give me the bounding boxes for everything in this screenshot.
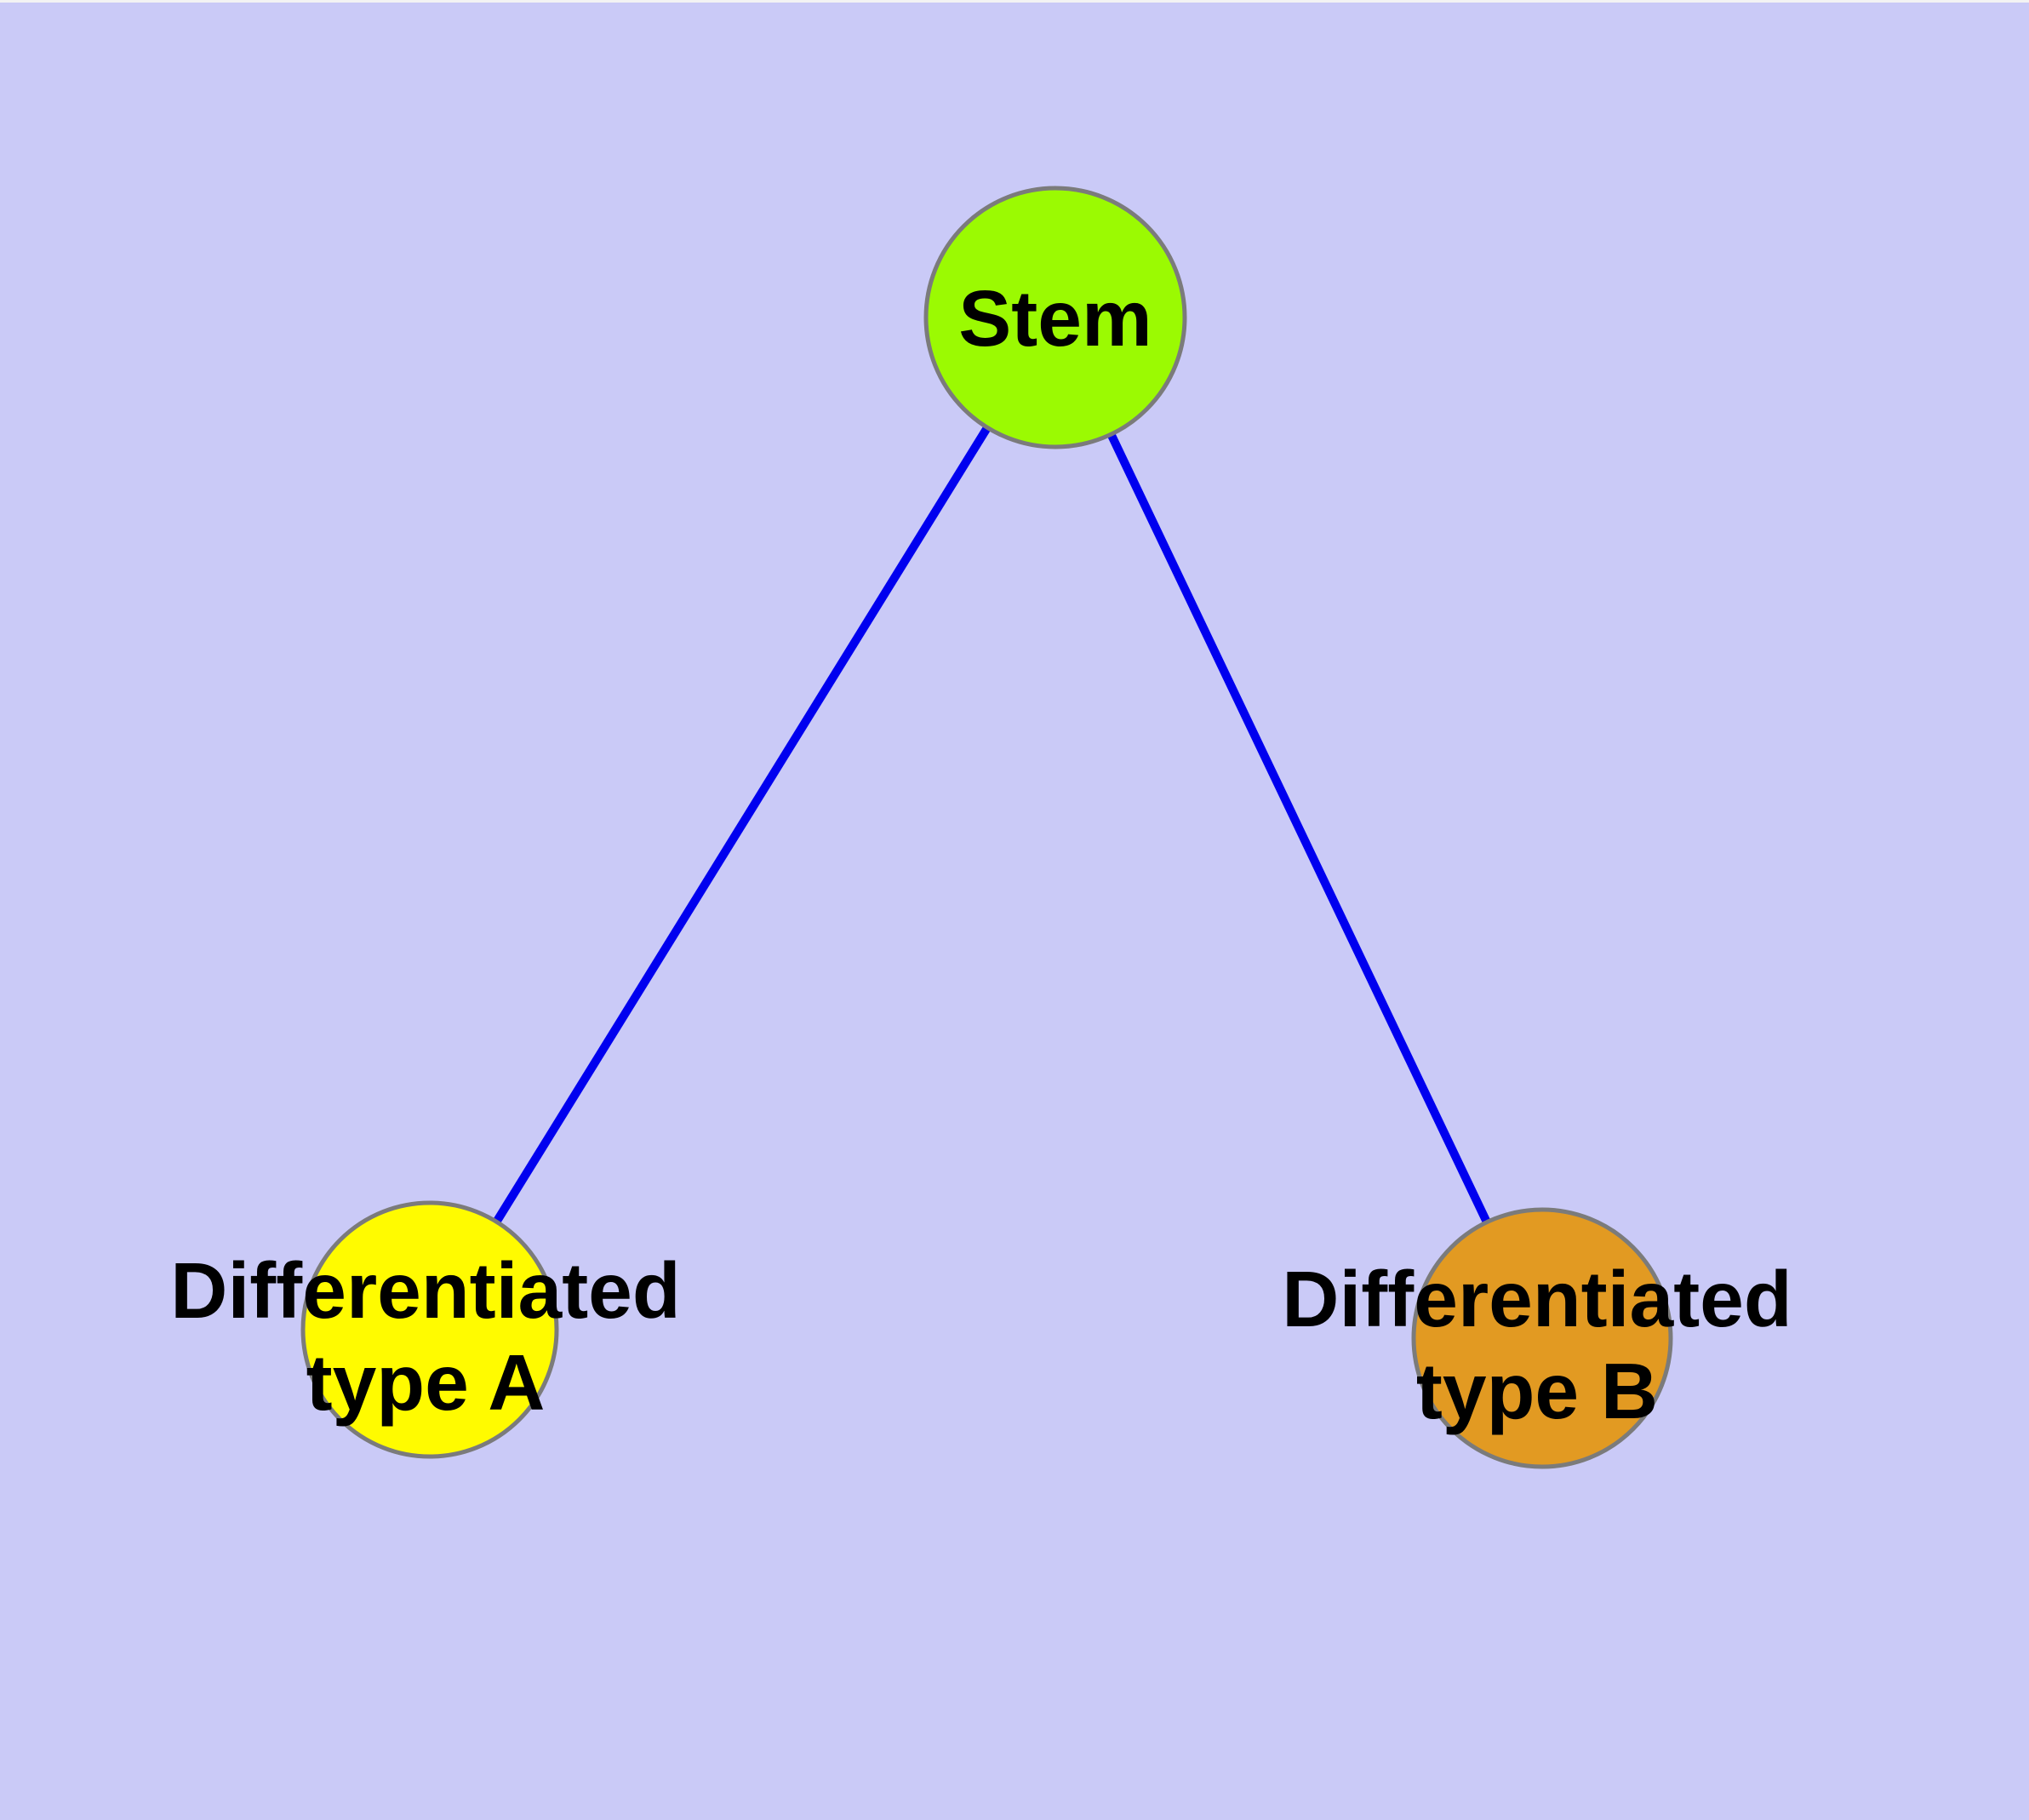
edge-stem-to-type-b [1051, 315, 1546, 1341]
node-type-a-label-line2: type A [306, 1338, 546, 1427]
edge-stem-to-type-a [426, 315, 1060, 1332]
node-type-b-label-line2: type B [1416, 1347, 1658, 1435]
node-stem-label: Stem [958, 274, 1152, 363]
window-top-edge [0, 0, 2029, 3]
node-type-a-label-line1: Differentiated [170, 1246, 680, 1335]
node-type-b-label-line1: Differentiated [1282, 1255, 1792, 1343]
node-differentiated-type-a [300, 1200, 559, 1459]
node-stem [923, 186, 1187, 449]
node-differentiated-type-b [1411, 1207, 1673, 1469]
